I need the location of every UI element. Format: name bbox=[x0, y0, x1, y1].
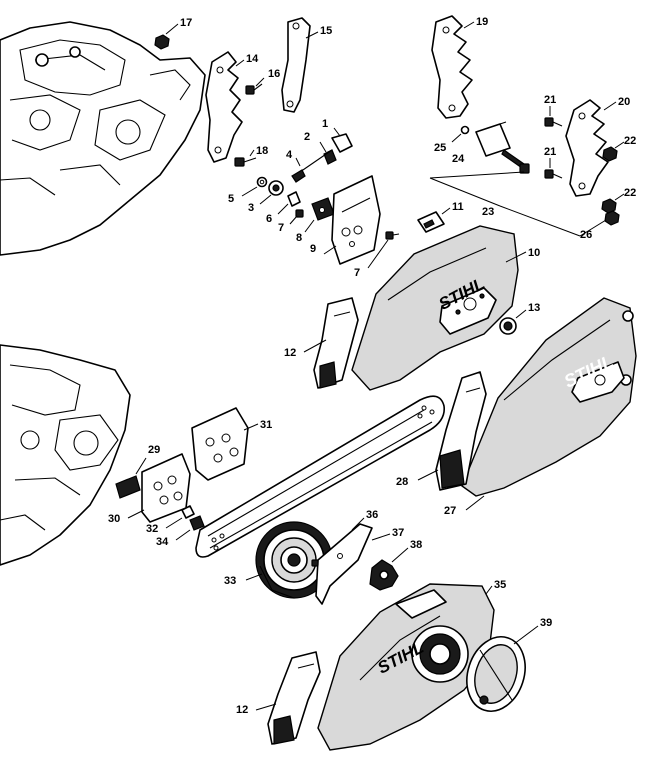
part-9-side-plate bbox=[323, 175, 381, 265]
callout-3: 3 bbox=[248, 202, 254, 214]
part-4-adjusting-screw bbox=[291, 149, 333, 183]
guide-bar bbox=[195, 395, 446, 558]
callout-7-lower: 7 bbox=[354, 267, 360, 279]
callout-11: 11 bbox=[452, 201, 464, 213]
callout-23: 23 bbox=[482, 206, 494, 218]
engine-housing-top bbox=[0, 21, 206, 256]
callout-1: 1 bbox=[322, 118, 328, 130]
part-7-screw-lower bbox=[367, 231, 400, 269]
part-33-sprocket bbox=[245, 521, 333, 599]
callout-12-upper: 12 bbox=[284, 347, 296, 359]
callout-19: 19 bbox=[476, 16, 488, 28]
part-19-bumper-spike bbox=[431, 15, 475, 119]
callout-34: 34 bbox=[156, 536, 169, 548]
callout-21-lower: 21 bbox=[544, 146, 556, 158]
part-21-screw-lower bbox=[544, 158, 563, 179]
callout-2: 2 bbox=[304, 131, 310, 143]
callout-5: 5 bbox=[228, 193, 234, 205]
part-27-sprocket-cover: STIHL bbox=[461, 297, 637, 511]
part-28-chain-guard-middle bbox=[417, 371, 487, 491]
callout-12-lower: 12 bbox=[236, 704, 248, 716]
callout-18: 18 bbox=[256, 145, 268, 157]
callout-20: 20 bbox=[618, 96, 630, 108]
callout-4: 4 bbox=[286, 149, 293, 161]
callout-32: 32 bbox=[146, 523, 158, 535]
part-25-washer bbox=[451, 125, 470, 143]
callout-24: 24 bbox=[452, 153, 465, 165]
part-14-bumper-spike bbox=[205, 51, 245, 163]
part-34-pin bbox=[175, 515, 205, 541]
part-10-sprocket-cover: STIHL bbox=[351, 225, 527, 391]
engine-housing-bottom bbox=[0, 344, 131, 566]
callout-39: 39 bbox=[540, 617, 552, 629]
part-22-nut-upper bbox=[602, 141, 625, 162]
part-30-inner-plate bbox=[127, 453, 191, 523]
callout-28: 28 bbox=[396, 476, 408, 488]
callout-17: 17 bbox=[180, 17, 192, 29]
part-11-pad bbox=[417, 207, 451, 233]
part-29-pad bbox=[115, 457, 147, 499]
part-35-sprocket-cover: STIHL bbox=[317, 583, 495, 751]
callout-21-upper: 21 bbox=[544, 94, 556, 106]
callout-10: 10 bbox=[528, 247, 540, 259]
callout-8: 8 bbox=[296, 232, 302, 244]
part-39-cover-cap bbox=[466, 625, 539, 712]
part-20-bumper-spike bbox=[565, 99, 617, 197]
callout-14: 14 bbox=[246, 53, 259, 65]
callout-9: 9 bbox=[310, 243, 316, 255]
callout-36: 36 bbox=[366, 509, 378, 521]
callout-33: 33 bbox=[224, 575, 236, 587]
callout-27: 27 bbox=[444, 505, 456, 517]
callout-35: 35 bbox=[494, 579, 506, 591]
callout-6: 6 bbox=[266, 213, 272, 225]
callout-37: 37 bbox=[392, 527, 404, 539]
part-6-tension-pin bbox=[277, 191, 301, 215]
part-16-screw bbox=[245, 77, 265, 95]
part-32-pin bbox=[165, 505, 195, 529]
part-3-gear bbox=[259, 180, 284, 205]
callout-labels: 17 15 19 14 16 21 20 1 2 18 4 25 22 24 5… bbox=[108, 16, 636, 716]
callout-38: 38 bbox=[410, 539, 422, 551]
part-5-washer bbox=[241, 176, 268, 197]
callout-22-lower: 22 bbox=[624, 187, 636, 199]
callout-22-upper: 22 bbox=[624, 135, 636, 147]
callout-16: 16 bbox=[268, 68, 280, 80]
part-1-tension-slide bbox=[331, 127, 353, 153]
part-18-screw bbox=[234, 149, 257, 167]
part-8-block bbox=[304, 197, 335, 233]
callout-25: 25 bbox=[434, 142, 446, 154]
callout-7-upper: 7 bbox=[278, 222, 284, 234]
part-31-side-plate bbox=[191, 407, 259, 481]
part-13-collar-nut bbox=[499, 309, 527, 335]
callout-13: 13 bbox=[528, 302, 540, 314]
part-17-nut bbox=[154, 23, 179, 50]
part-38-star-knob bbox=[369, 547, 409, 591]
part-12-chain-guard-lower bbox=[255, 651, 321, 745]
part-36-deflector bbox=[315, 517, 373, 605]
callout-26: 26 bbox=[580, 229, 592, 241]
part-21-screw-upper bbox=[544, 106, 563, 127]
part-15-bracket bbox=[281, 17, 319, 113]
callout-group-23-26 bbox=[429, 171, 607, 237]
callout-15: 15 bbox=[320, 25, 332, 37]
callout-29: 29 bbox=[148, 444, 160, 456]
callout-31: 31 bbox=[260, 419, 272, 431]
part-37-screw bbox=[311, 533, 391, 567]
part-7-screw-upper bbox=[289, 209, 304, 225]
callout-30: 30 bbox=[108, 513, 120, 525]
part-12-chain-guard-upper bbox=[303, 297, 359, 389]
part-24-sleeve bbox=[475, 121, 530, 174]
